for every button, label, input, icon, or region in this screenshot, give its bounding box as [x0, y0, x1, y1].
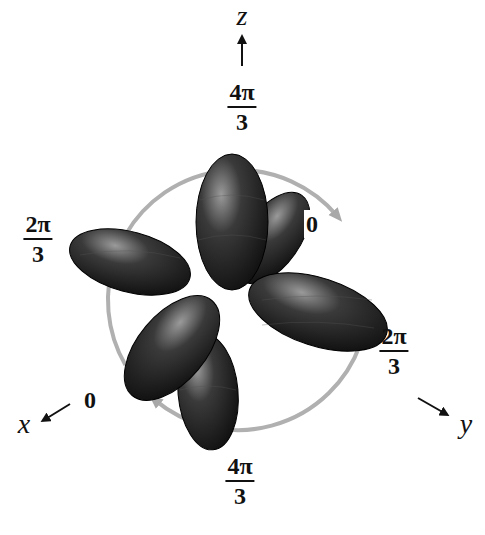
axis-label: z: [235, 2, 250, 30]
phase-label: 0: [304, 210, 320, 238]
phase-label: 2π: [23, 210, 52, 240]
phase-label: 3: [234, 108, 250, 136]
phase-label: 4π: [225, 452, 254, 482]
phase-label: 2π: [379, 322, 408, 352]
orbital-lobe: [62, 154, 397, 452]
axis-arrow: [44, 38, 446, 420]
axis-label: y: [458, 410, 474, 438]
phase-label: 4π: [227, 78, 256, 108]
phase-label: 0: [82, 386, 98, 414]
phase-label: 3: [30, 240, 46, 268]
axis-label: x: [16, 410, 32, 438]
phase-label: 3: [386, 352, 402, 380]
phase-label: 3: [232, 482, 248, 510]
